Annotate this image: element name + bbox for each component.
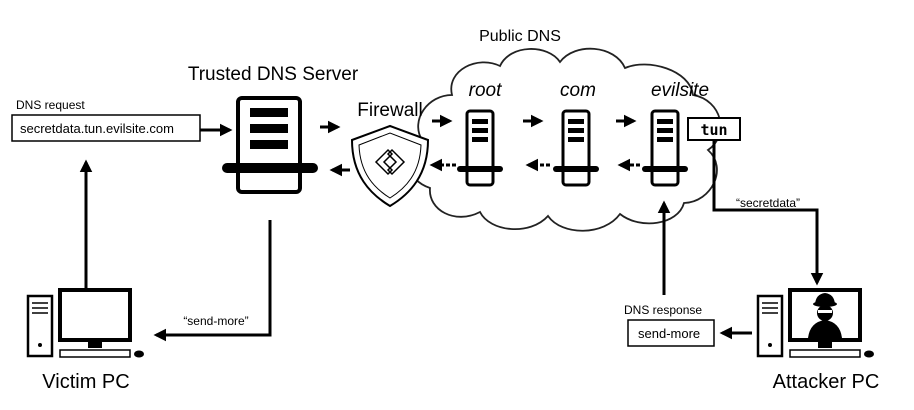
- arrow-tun-to-attacker: [712, 140, 824, 286]
- dns-response-label: DNS response: [624, 303, 702, 317]
- firewall-title: Firewall: [357, 100, 422, 121]
- attacker-pc-title: Attacker PC: [773, 371, 880, 393]
- secretdata-message: “secretdata”: [736, 196, 800, 210]
- send-more-message: “send-more”: [183, 314, 248, 328]
- com-title: com: [560, 80, 596, 101]
- victim-pc-title: Victim PC: [42, 371, 129, 393]
- tun-label: tun: [700, 121, 727, 139]
- arrow-dns-to-victim: [153, 220, 272, 342]
- trusted-dns-server-title: Trusted DNS Server: [188, 64, 359, 85]
- root-title: root: [469, 80, 502, 101]
- public-dns-title: Public DNS: [479, 28, 561, 45]
- hacker-icon: [808, 293, 842, 338]
- dns-request-query: secretdata.tun.evilsite.com: [20, 121, 174, 136]
- evilsite-title: evilsite: [651, 80, 709, 101]
- attacker-pc-icon: [756, 288, 874, 358]
- trusted-dns-server-icon: [222, 96, 318, 194]
- firewall-shield-icon: [350, 124, 430, 208]
- dns-request-box: [11, 114, 201, 142]
- dns-request-label: DNS request: [16, 98, 85, 112]
- dns-response-box: [627, 319, 715, 347]
- dns-response-value: send-more: [638, 326, 700, 341]
- victim-pc-icon: [26, 288, 144, 358]
